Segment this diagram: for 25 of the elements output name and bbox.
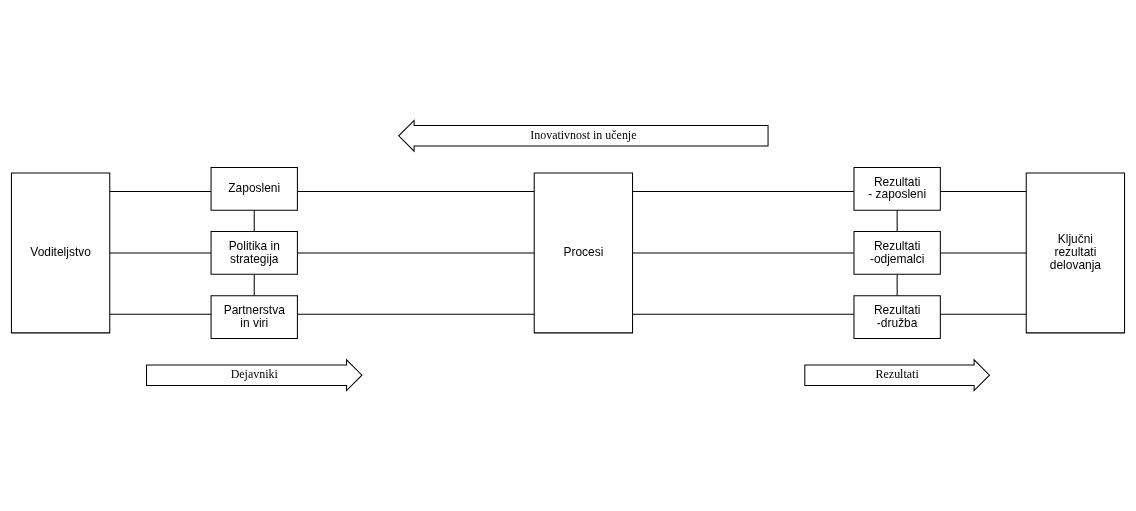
connector [297, 313, 535, 315]
node-box: Procesi [533, 172, 634, 334]
node-box: Politika in strategija [210, 231, 298, 275]
connector [940, 313, 1027, 315]
connector [253, 210, 255, 232]
connector [109, 313, 212, 315]
connector [940, 252, 1027, 254]
connector [940, 191, 1027, 193]
connector [109, 252, 212, 254]
connector [896, 210, 898, 232]
node-box: Voditeljstvo [10, 172, 111, 334]
node-box: Ključni rezultati delovanja [1025, 172, 1126, 334]
connector [896, 274, 898, 297]
connector [109, 191, 212, 193]
connector [632, 191, 855, 193]
connector [297, 252, 535, 254]
node-box: Rezultati -družba [853, 295, 941, 339]
node-box: Rezultati -odjemalci [853, 231, 941, 275]
connector [632, 313, 855, 315]
node-box: Zaposleni [210, 166, 298, 211]
connector [297, 191, 535, 193]
node-box: Partnerstva in viri [210, 295, 298, 339]
node-box: Rezultati - zaposleni [853, 166, 941, 211]
connector [253, 274, 255, 297]
connector [632, 252, 855, 254]
